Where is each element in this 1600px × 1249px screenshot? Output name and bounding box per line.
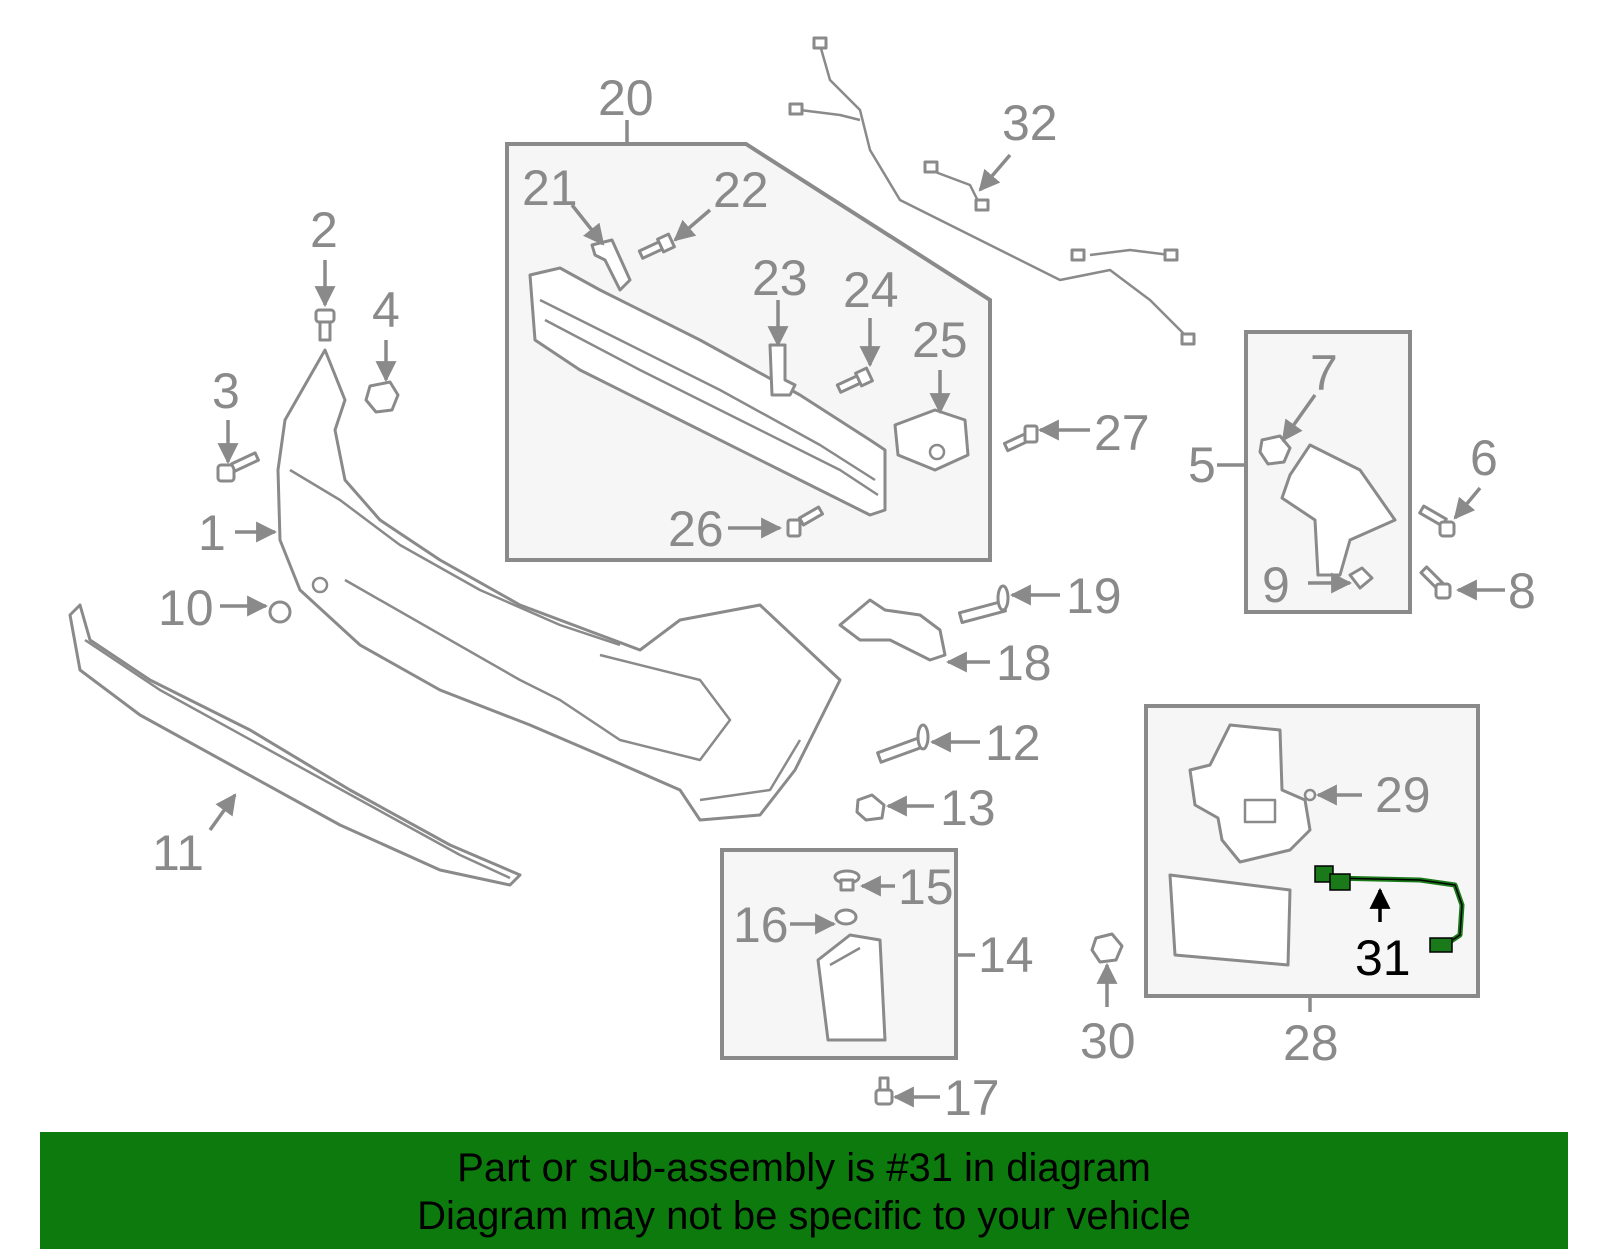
callout-26: 26 — [668, 501, 724, 557]
bolt-26-part — [786, 505, 825, 538]
callout-29: 29 — [1375, 767, 1431, 823]
callout-20: 20 — [598, 70, 654, 126]
sensor-bracket-29-part — [1188, 723, 1317, 864]
nut-4-part — [364, 380, 400, 414]
callout-27: 27 — [1094, 405, 1150, 461]
bolt-27-part — [1002, 424, 1039, 453]
reinforcement-beam-part — [528, 266, 887, 517]
bolt-17-part — [874, 1076, 894, 1106]
callout-7: 7 — [1310, 345, 1338, 401]
bolt-24-part — [835, 366, 874, 394]
callout-6: 6 — [1470, 430, 1498, 486]
callout-8: 8 — [1508, 563, 1536, 619]
callout-30: 30 — [1080, 1013, 1136, 1069]
callout-5: 5 — [1188, 437, 1216, 493]
banner-line-2: Diagram may not be specific to your vehi… — [417, 1194, 1191, 1238]
callout-25: 25 — [912, 312, 968, 368]
pad-14-part — [816, 933, 887, 1042]
callout-13: 13 — [940, 780, 996, 836]
arrow-7 — [1281, 393, 1317, 442]
bolt-3-part — [216, 451, 260, 483]
callout-14: 14 — [978, 927, 1034, 983]
callout-23: 23 — [752, 250, 808, 306]
bracket-21-part — [590, 238, 632, 292]
bolt-8-part — [1419, 565, 1452, 600]
bracket-18-part — [838, 598, 947, 662]
clip-9-part — [1348, 566, 1374, 590]
bracket-5-part — [1280, 443, 1397, 577]
bolt-6-part — [1418, 504, 1456, 538]
callout-9: 9 — [1262, 557, 1290, 613]
callout-10: 10 — [158, 580, 214, 636]
callout-17: 17 — [944, 1070, 1000, 1126]
arrow-32 — [978, 153, 1012, 192]
clip-10-part — [268, 600, 292, 624]
callout-2: 2 — [310, 202, 338, 258]
callout-15: 15 — [898, 859, 954, 915]
callout-12: 12 — [985, 715, 1041, 771]
clip-13-part — [855, 793, 886, 822]
nut-7-part — [1258, 434, 1292, 466]
arrow-21 — [570, 203, 605, 246]
push-pin-19-part — [957, 584, 1010, 625]
arrow-6 — [1453, 486, 1482, 520]
callout-32: 32 — [1002, 95, 1058, 151]
nut-30-part — [1090, 932, 1124, 964]
callout-3: 3 — [212, 363, 240, 419]
banner-line-1: Part or sub-assembly is #31 in diagram — [457, 1146, 1151, 1190]
clip-15-part — [833, 869, 861, 892]
lower-valance-part — [68, 603, 522, 887]
wiring-connector-31-highlighted — [1314, 865, 1465, 953]
bolt-22-part — [637, 232, 676, 260]
callout-31-highlighted: 31 — [1355, 930, 1411, 986]
push-pin-12-part — [876, 723, 930, 764]
callout-18: 18 — [996, 635, 1052, 691]
arrow-22 — [673, 208, 712, 242]
push-pin-2-part — [314, 308, 336, 342]
callout-1: 1 — [198, 505, 226, 561]
callout-28: 28 — [1283, 1015, 1339, 1071]
callout-4: 4 — [372, 282, 400, 338]
wiring-harness-part — [788, 36, 1196, 346]
washer-16-part — [834, 908, 858, 926]
bumper-cover-part — [276, 348, 842, 822]
callout-24: 24 — [843, 262, 899, 318]
info-banner: Part or sub-assembly is #31 in diagram D… — [40, 1132, 1568, 1249]
callout-11: 11 — [152, 825, 204, 881]
callout-19: 19 — [1066, 568, 1122, 624]
callout-22: 22 — [713, 162, 769, 218]
arrow-11 — [208, 793, 237, 832]
callout-16: 16 — [733, 897, 789, 953]
pad-28-part — [1168, 873, 1292, 967]
callout-21: 21 — [522, 160, 578, 216]
